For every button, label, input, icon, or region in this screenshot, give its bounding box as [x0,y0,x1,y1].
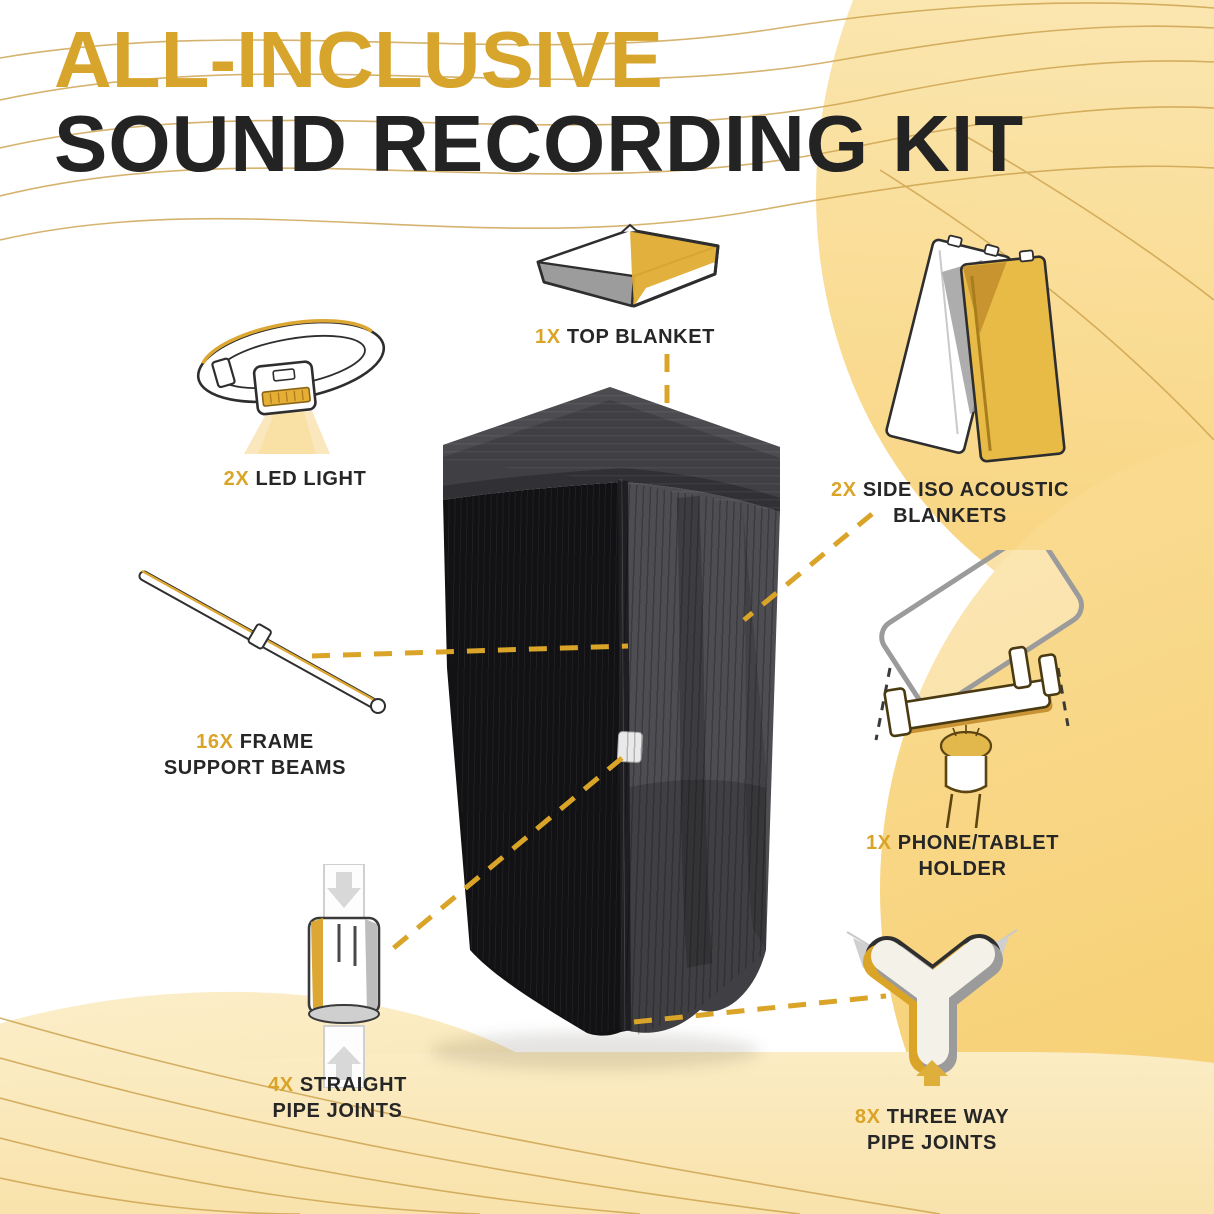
side-blankets-count: 2X [831,479,857,501]
side-blankets-text2: BLANKETS [893,505,1007,527]
booth-clip [616,731,644,763]
led-light-icon [196,318,386,454]
isolation-booth-image [443,387,780,1036]
label-phone-holder: 1X PHONE/TABLET HOLDER [810,830,1115,882]
connector-straight-joints [382,756,624,958]
connector-three-way-joints [633,993,887,1025]
phone-holder-text: PHONE/TABLET [897,832,1060,854]
straight-joints-text: STRAIGHT [299,1074,407,1096]
page-title: ALL-INCLUSIVE SOUND RECORDING KIT [54,18,1194,186]
phone-tablet-holder-icon [874,550,1084,828]
side-blankets-text: SIDE ISO ACOUSTIC [862,479,1069,501]
booth-right-texture [622,482,780,1035]
label-top-blanket: 1X TOP BLANKET [460,324,790,350]
label-led-light: 2X LED LIGHT [140,466,450,492]
frame-support-beam-icon [138,569,386,714]
frame-beams-text2: SUPPORT BEAMS [163,757,347,779]
booth-left-texture [443,482,625,1034]
top-blanket-icon [536,223,720,308]
frame-beams-text: FRAME [239,731,314,753]
top-blanket-text: TOP BLANKET [566,326,715,348]
connector-frame-beams [311,643,629,659]
straight-pipe-joint-icon [307,864,381,1088]
phone-holder-count: 1X [865,832,892,854]
booth-right-panel [622,482,780,1033]
label-straight-joints: 4X STRAIGHT PIPE JOINTS [185,1072,490,1124]
title-line1: ALL-INCLUSIVE [54,15,663,104]
top-blanket-count: 1X [535,326,561,348]
straight-joints-count: 4X [268,1074,294,1096]
booth-left-panel [443,482,625,1036]
led-light-count: 2X [223,468,250,490]
label-three-way-joints: 8X THREE WAY PIPE JOINTS [782,1104,1082,1156]
label-side-blankets: 2X SIDE ISO ACOUSTIC BLANKETS [795,477,1105,529]
booth-shadow [430,1032,760,1070]
frame-beams-count: 16X [196,731,234,753]
straight-joints-text2: PIPE JOINTS [272,1100,403,1122]
three-way-joints-text2: PIPE JOINTS [867,1132,997,1154]
three-way-pipe-joint-icon [846,929,1018,1086]
three-way-joints-count: 8X [854,1106,881,1128]
label-frame-beams: 16X FRAME SUPPORT BEAMS [105,729,405,781]
side-iso-blankets-icon [885,234,1066,463]
connector-side-blankets [742,512,874,622]
led-light-text: LED LIGHT [255,468,367,490]
three-way-joints-text: THREE WAY [886,1106,1010,1128]
phone-holder-text2: HOLDER [918,858,1007,880]
title-line2: SOUND RECORDING KIT [54,99,1025,188]
